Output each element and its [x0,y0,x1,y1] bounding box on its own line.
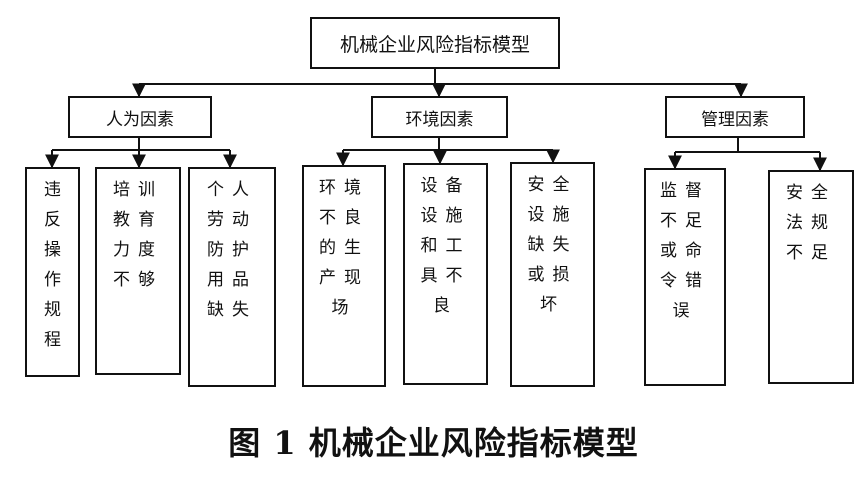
leaf-line: 不够 [113,270,163,290]
category-environment-factors: 环境因素 [371,96,508,138]
leaf-line: 场 [331,298,357,318]
leaf-line: 防护 [207,240,257,260]
leaf-line: 产现 [319,268,369,288]
leaf-insufficient-training: 培训 教育 力度 不够 [95,167,181,375]
leaf-line: 坏 [540,295,565,315]
leaf-line: 不足 [660,211,710,231]
leaf-line: 环境 [319,178,369,198]
leaf-poor-production-site: 环境 不良 的生 产现 场 [302,165,386,387]
leaf-line: 违 [44,180,61,200]
leaf-line: 教育 [113,210,163,230]
leaf-line: 设施 [527,205,578,225]
leaf-line: 培训 [113,180,163,200]
leaf-line: 设施 [420,206,471,226]
leaf-line: 程 [44,330,61,350]
leaf-line: 缺失 [207,300,257,320]
leaf-damaged-safety-facilities: 安全 设施 缺失 或损 坏 [510,162,595,387]
leaf-line: 个人 [207,180,257,200]
leaf-insufficient-supervision: 监督 不足 或命 令错 误 [644,168,726,386]
root-label: 机械企业风险指标模型 [339,33,530,56]
leaf-line: 法规 [786,213,836,233]
figure-caption: 图 1 机械企业风险指标模型 [228,424,639,462]
leaf-line: 设备 [420,176,471,196]
leaf-line: 不良 [319,208,369,228]
leaf-line: 缺失 [527,235,578,255]
leaf-line: 的生 [319,238,369,258]
leaf-line: 安全 [527,175,578,195]
leaf-line: 劳动 [207,210,257,230]
leaf-line: 良 [433,296,458,316]
leaf-insufficient-safety-regulations: 安全 法规 不足 [768,170,854,384]
leaf-line: 规 [44,300,61,320]
leaf-line: 作 [44,270,61,290]
leaf-line: 安全 [786,183,836,203]
leaf-line: 令错 [660,271,710,291]
leaf-line: 用品 [207,270,257,290]
leaf-line: 不足 [786,243,836,263]
leaf-violation-of-procedures: 违 反 操 作 规 程 [25,167,80,377]
leaf-line: 和工 [420,236,471,256]
category-management-factors: 管理因素 [665,96,805,138]
leaf-line: 具不 [420,266,471,286]
category-human-factors: 人为因素 [68,96,212,138]
leaf-line: 监督 [660,181,710,201]
category-label: 管理因素 [701,109,769,130]
leaf-line: 误 [672,301,698,321]
leaf-missing-ppe: 个人 劳动 防护 用品 缺失 [188,167,276,387]
category-label: 环境因素 [405,109,474,130]
category-label: 人为因素 [106,109,174,130]
leaf-line: 或损 [527,265,578,285]
leaf-line: 操 [44,240,61,260]
leaf-line: 反 [44,210,61,230]
root-node: 机械企业风险指标模型 [310,17,560,69]
leaf-line: 或命 [660,241,710,261]
leaf-faulty-equipment: 设备 设施 和工 具不 良 [403,163,488,385]
leaf-line: 力度 [113,240,163,260]
